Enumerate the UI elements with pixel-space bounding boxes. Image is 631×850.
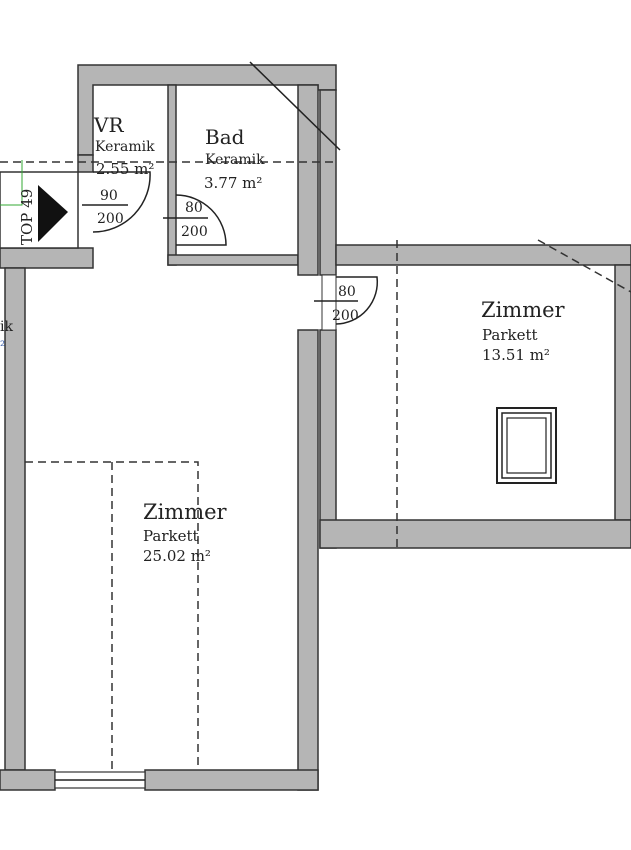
room-floor: Keramik [95, 139, 155, 155]
wall-entry-side [77, 154, 94, 173]
svg-text:200: 200 [181, 224, 208, 240]
svg-text:²: ² [0, 339, 5, 354]
room-bad: Bad Keramik 3.77 m² [204, 125, 265, 192]
wall-bad-right [297, 84, 319, 276]
wall-bad-bottom [167, 254, 299, 266]
svg-text:ik: ik [0, 319, 13, 335]
dashed-line [25, 461, 199, 770]
wall-bottom-left [0, 769, 56, 791]
wall-room-bottom [319, 519, 631, 549]
roof-line [249, 61, 341, 151]
wall-left [4, 267, 26, 771]
room-zimmer-right: Zimmer Parkett 13.51 m² [481, 298, 566, 364]
entry-arrow-icon [38, 185, 68, 242]
wall-vr-bad [167, 84, 177, 266]
entrance-label: TOP 49 [18, 189, 36, 245]
dashed-line [537, 239, 631, 293]
room-name: VR [93, 113, 124, 137]
wall-room-right [614, 264, 631, 521]
skylight [496, 407, 557, 484]
room-floor: Parkett [143, 527, 199, 545]
entrance: TOP 49 [0, 160, 79, 249]
room-zimmer-main: Zimmer Parkett 25.02 m² [143, 500, 228, 565]
walls [0, 64, 631, 791]
door-vr[interactable]: 90 200 [82, 171, 151, 233]
wall-middle-lower [297, 329, 319, 791]
window-bottom [54, 771, 146, 789]
room-area: 25.02 m² [143, 547, 211, 565]
room-name: Bad [205, 125, 245, 149]
room-floor: Parkett [482, 326, 538, 344]
door-zimmer[interactable]: 80 200 [314, 274, 379, 331]
room-name: Zimmer [481, 298, 566, 322]
wall-entry-bottom [0, 247, 94, 269]
wall-outer-strip [319, 89, 337, 276]
room-area: 13.51 m² [482, 346, 550, 364]
svg-text:90: 90 [100, 188, 118, 204]
wall-room-top [335, 244, 631, 266]
room-area: 3.77 m² [204, 174, 262, 192]
room-area: 2.55 m² [96, 160, 154, 178]
room-vr: VR Keramik 2.55 m² [93, 113, 155, 178]
svg-text:80: 80 [185, 200, 203, 216]
svg-text:200: 200 [332, 308, 359, 324]
room-floor: Keramik [205, 152, 265, 168]
wall-bottom-right [144, 769, 319, 791]
door-bad[interactable]: 80 200 [163, 194, 227, 246]
room-partial-left: ik ² [0, 319, 13, 354]
wall-outer-strip-lower [319, 329, 337, 549]
svg-text:80: 80 [338, 284, 356, 300]
svg-text:200: 200 [97, 211, 124, 227]
room-name: Zimmer [143, 500, 228, 524]
